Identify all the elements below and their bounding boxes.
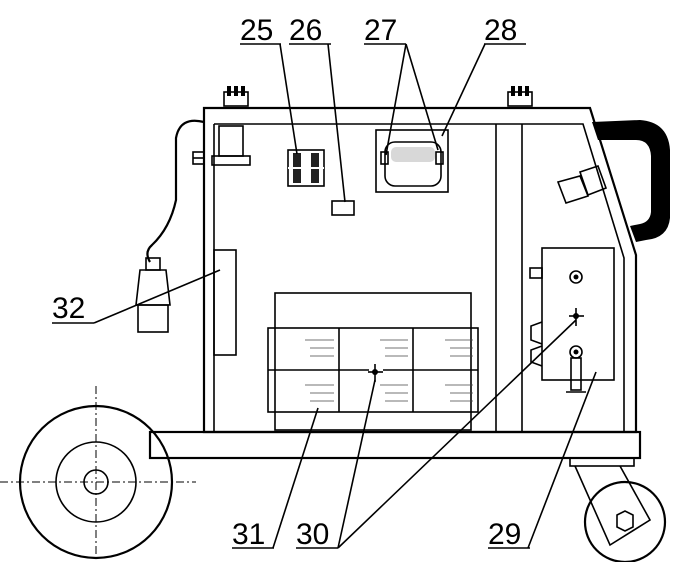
label-25: 25 [240,14,273,47]
top-lug-left [223,86,249,107]
label-27: 27 [364,14,397,47]
component-31 [267,292,479,431]
power-cable [146,119,205,263]
top-lug-right [507,86,533,107]
component-29 [529,247,615,393]
component-28 [375,129,449,193]
base-frame [148,430,642,460]
rear-caster-wheel [569,457,667,562]
callout-32: 32 [52,292,94,325]
cable-clamp [192,151,205,165]
callout-25: 25 [240,14,281,47]
callout-31: 31 [232,518,274,551]
label-26: 26 [289,14,322,47]
rear-connector [556,164,608,204]
strain-relief [211,125,251,166]
component-32 [213,249,237,356]
label-32: 32 [52,292,85,325]
component-26 [331,200,355,216]
callout-29: 29 [488,518,530,551]
callout-30: 30 [296,518,338,551]
callout-26: 26 [289,14,331,47]
label-28: 28 [484,14,517,47]
label-30: 30 [296,518,329,551]
leader-lines [93,43,597,549]
screw-31 [368,364,383,382]
label-29: 29 [488,518,521,551]
callout-28: 28 [484,14,526,47]
front-wheel [0,386,196,562]
component-25 [287,149,325,187]
rear-handle [592,120,670,242]
callout-27: 27 [364,14,406,47]
screw-29 [569,308,584,326]
label-31: 31 [232,518,265,551]
plug [135,257,171,333]
